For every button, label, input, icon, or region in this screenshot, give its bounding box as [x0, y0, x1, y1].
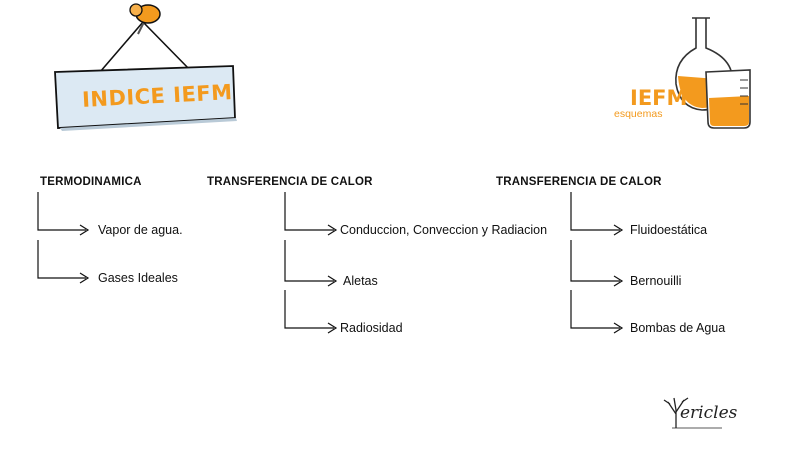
logo-graphic [675, 17, 751, 129]
connector-2-1 [284, 192, 334, 231]
arrow-3-2 [613, 275, 624, 287]
heading-transferencia-de-calor-2[interactable]: TRANSFERENCIA DE CALOR [496, 176, 662, 188]
item-vapor-de-agua[interactable]: Vapor de agua. [98, 223, 183, 237]
connector-1-1 [37, 192, 86, 231]
connector-2-2 [284, 240, 334, 282]
beaker-icon [705, 69, 751, 129]
arrow-2-1 [327, 224, 338, 236]
arrow-2-2 [327, 275, 338, 287]
pushpin-icon [129, 3, 161, 35]
connector-3-3 [570, 290, 620, 329]
item-fluidoestatica[interactable]: Fluidoestática [630, 223, 708, 237]
connector-2-3 [284, 290, 334, 329]
arrow-1-2 [79, 272, 90, 284]
item-gases-ideales[interactable]: Gases Ideales [98, 271, 178, 285]
heading-transferencia-de-calor-1[interactable]: TRANSFERENCIA DE CALOR [207, 176, 373, 188]
item-bernouilli[interactable]: Bernouilli [630, 274, 682, 288]
item-conduccion-conveccion-radiacion[interactable]: Conduccion, Conveccion y Radiacion [340, 223, 548, 237]
logo-subtitle: esquemas [614, 108, 663, 120]
tree-signature-icon [663, 397, 722, 429]
item-bombas-de-agua[interactable]: Bombas de Agua [630, 321, 726, 335]
hanging-sign [54, 3, 237, 131]
item-aletas[interactable]: Aletas [343, 274, 378, 288]
heading-termodinamica[interactable]: TERMODINAMICA [40, 176, 142, 188]
arrow-3-3 [613, 322, 624, 334]
arrow-1-1 [79, 224, 90, 236]
signature-text: ericles [680, 403, 738, 423]
item-radiosidad[interactable]: Radiosidad [340, 321, 403, 335]
arrow-3-1 [613, 224, 624, 236]
connector-3-1 [570, 192, 620, 231]
arrow-2-3 [327, 322, 338, 334]
connector-3-2 [570, 240, 620, 282]
logo-title: IEFM [630, 86, 688, 110]
connector-1-2 [37, 240, 86, 279]
